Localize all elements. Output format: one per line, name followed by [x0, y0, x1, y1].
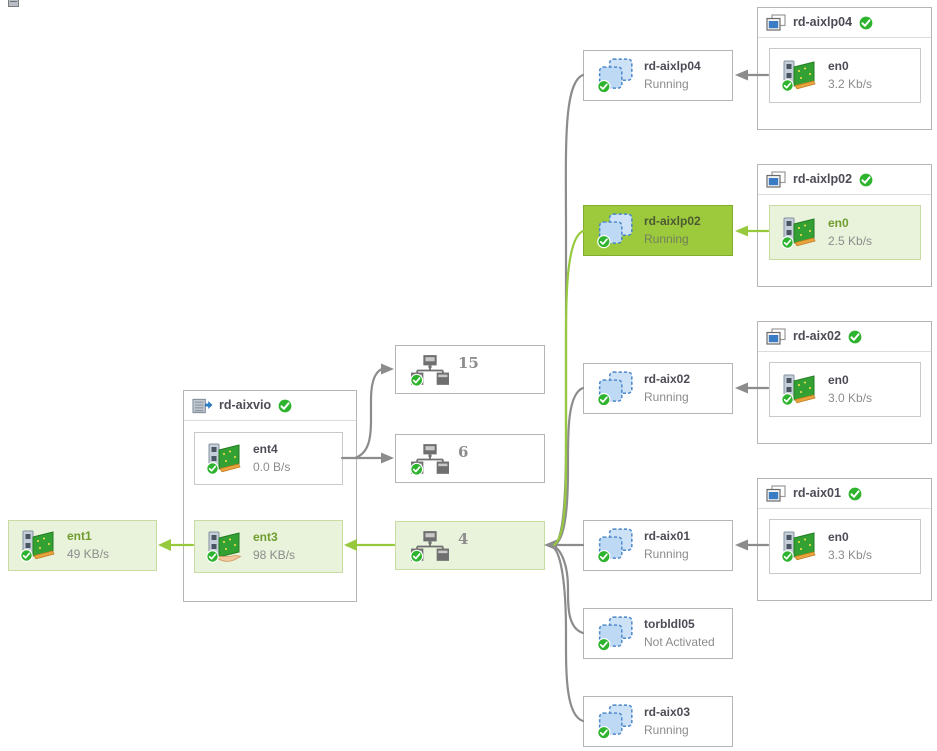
- adapter-rate: 0.0 B/s: [253, 459, 291, 474]
- network-adapter-icon: [780, 214, 818, 252]
- vlan-box-6[interactable]: 6: [395, 434, 545, 483]
- client-host-name: rd-aix02: [793, 329, 841, 344]
- partition-status: Running: [644, 76, 689, 91]
- virtual-machine-icon: [597, 615, 635, 652]
- client-host-header: rd-aixlp04: [758, 8, 931, 38]
- virtual-machine-icon: [597, 527, 635, 564]
- network-switch-icon: [409, 354, 450, 387]
- client-host-header: rd-aix01: [758, 479, 931, 509]
- adapter-rate: 3.2 Kb/s: [828, 76, 873, 91]
- virtual-machine-icon: [597, 212, 635, 249]
- network-adapter-icon: [205, 440, 243, 478]
- partition-box-rd-aix03[interactable]: rd-aix03 Running: [583, 696, 733, 747]
- client-host-box-rd-aix02[interactable]: rd-aix02 en0 3.0 Kb/s: [757, 321, 932, 444]
- status-ok-badge-icon: [847, 329, 863, 345]
- shared-ethernet-adapter-icon: [205, 528, 243, 566]
- vlan-box-4[interactable]: 4: [395, 521, 545, 570]
- adapter-rate: 2.5 Kb/s: [828, 233, 873, 248]
- adapter-box-ent3[interactable]: ent3 98 KB/s: [194, 520, 343, 573]
- partition-status: Running: [644, 231, 689, 246]
- virtual-machine-icon: [597, 57, 635, 94]
- partition-box-rd-aixlp02[interactable]: rd-aixlp02 Running: [583, 205, 733, 256]
- partition-name: rd-aix01: [644, 529, 691, 543]
- adapter-box-en0[interactable]: en0 2.5 Kb/s: [769, 205, 921, 260]
- network-adapter-icon: [780, 371, 818, 409]
- adapter-name: ent4: [253, 442, 278, 456]
- vlan-box-15[interactable]: 15: [395, 345, 545, 394]
- status-ok-badge-icon: [847, 486, 863, 502]
- vio-server-box[interactable]: rd-aixvio ent4 0.0 B/s ent3 98 KB/s: [183, 390, 357, 602]
- adapter-box-ent1[interactable]: ent1 49 KB/s: [8, 520, 157, 571]
- partition-status: Running: [644, 389, 689, 404]
- client-host-name: rd-aix01: [793, 486, 841, 501]
- client-host-header: rd-aixlp02: [758, 165, 931, 195]
- partition-name: torbldl05: [644, 617, 695, 631]
- adapter-rate: 49 KB/s: [67, 546, 110, 561]
- adapter-name: en0: [828, 59, 849, 73]
- adapter-rate: 3.0 Kb/s: [828, 390, 873, 405]
- vio-server-name: rd-aixvio: [219, 398, 272, 413]
- client-host-name: rd-aixlp02: [793, 172, 853, 187]
- adapter-box-ent4[interactable]: ent4 0.0 B/s: [194, 432, 343, 485]
- client-host-box-rd-aixlp04[interactable]: rd-aixlp04 en0 3.2 Kb/s: [757, 7, 932, 130]
- network-switch-icon: [409, 443, 450, 476]
- client-host-box-rd-aixlp02[interactable]: rd-aixlp02 en0 2.5 Kb/s: [757, 164, 932, 287]
- partition-status: Running: [644, 722, 689, 737]
- status-ok-badge-icon: [858, 15, 874, 31]
- server-icon: [192, 397, 213, 415]
- partition-box-rd-aix02[interactable]: rd-aix02 Running: [583, 363, 733, 414]
- client-host-box-rd-aix01[interactable]: rd-aix01 en0 3.3 Kb/s: [757, 478, 932, 601]
- adapter-box-en0[interactable]: en0 3.2 Kb/s: [769, 48, 921, 103]
- network-switch-icon: [409, 530, 450, 563]
- adapter-name: en0: [828, 530, 849, 544]
- network-adapter-icon: [19, 527, 57, 565]
- partition-name: rd-aix02: [644, 372, 691, 386]
- partition-name: rd-aix03: [644, 705, 691, 719]
- adapter-box-en0[interactable]: en0 3.3 Kb/s: [769, 519, 921, 574]
- vm-windows-icon: [766, 485, 787, 503]
- partition-box-rd-aixlp04[interactable]: rd-aixlp04 Running: [583, 50, 733, 101]
- adapter-box-en0[interactable]: en0 3.0 Kb/s: [769, 362, 921, 417]
- partition-name: rd-aixlp02: [644, 214, 701, 228]
- partition-name: rd-aixlp04: [644, 59, 701, 73]
- network-adapter-icon: [780, 57, 818, 95]
- adapter-name: en0: [828, 373, 849, 387]
- vm-windows-icon: [766, 14, 787, 32]
- clipped-artifact-icon: [8, 0, 19, 7]
- virtual-machine-icon: [597, 703, 635, 740]
- vio-server-header: rd-aixvio: [184, 391, 356, 421]
- adapter-rate: 98 KB/s: [253, 547, 296, 562]
- partition-box-rd-aix01[interactable]: rd-aix01 Running: [583, 520, 733, 571]
- partition-status: Not Activated: [644, 634, 715, 649]
- status-ok-badge-icon: [277, 398, 293, 414]
- status-ok-badge-icon: [858, 172, 874, 188]
- virtual-machine-icon: [597, 370, 635, 407]
- vlan-id: 4: [458, 530, 469, 548]
- vm-windows-icon: [766, 171, 787, 189]
- client-host-header: rd-aix02: [758, 322, 931, 352]
- adapter-name: en0: [828, 216, 849, 230]
- partition-box-torbldl05[interactable]: torbldl05 Not Activated: [583, 608, 733, 659]
- client-host-name: rd-aixlp04: [793, 15, 853, 30]
- adapter-rate: 3.3 Kb/s: [828, 547, 873, 562]
- network-adapter-icon: [780, 528, 818, 566]
- vlan-id: 15: [458, 354, 479, 372]
- adapter-name: ent1: [67, 529, 92, 543]
- vm-windows-icon: [766, 328, 787, 346]
- vlan-id: 6: [458, 443, 469, 461]
- adapter-name: ent3: [253, 530, 278, 544]
- partition-status: Running: [644, 546, 689, 561]
